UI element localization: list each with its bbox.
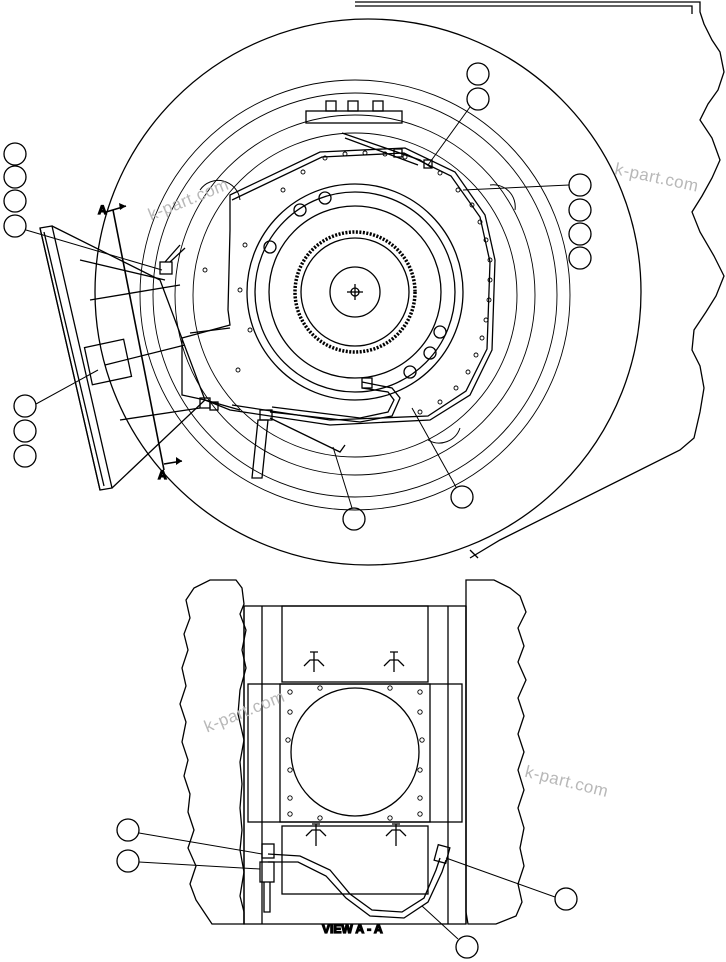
hub-assembly — [246, 183, 464, 401]
view-a-a-caption: VIEW A - A — [322, 922, 383, 936]
callouts-lower — [116, 818, 578, 959]
view-a-a-frame-left — [179, 579, 247, 925]
leaders-upper — [25, 106, 570, 509]
housing-outline — [355, 1, 725, 559]
callouts-upper — [3, 62, 592, 531]
section-label-bottom: A — [158, 468, 167, 482]
flywheel-housing-outer — [94, 18, 642, 566]
leaders-lower — [138, 832, 556, 940]
housing-lugs — [199, 180, 516, 444]
view-a-a-frame-right — [465, 579, 527, 925]
left-fitting — [159, 244, 186, 275]
plate-bolt-holes — [202, 150, 493, 415]
view-a-a-clips — [303, 651, 407, 846]
view-a-a-hose — [259, 843, 451, 919]
view-a-a-bolts — [285, 685, 425, 821]
view-a-a-center-body — [243, 605, 467, 925]
top-bracket — [305, 100, 403, 124]
side-cover — [39, 225, 206, 491]
section-arrows — [119, 203, 182, 465]
concentric-rings — [139, 79, 571, 511]
lower-hose — [199, 377, 401, 479]
section-label-top: A — [98, 203, 107, 217]
hub-ports — [263, 191, 447, 379]
upper-hose — [341, 132, 433, 169]
